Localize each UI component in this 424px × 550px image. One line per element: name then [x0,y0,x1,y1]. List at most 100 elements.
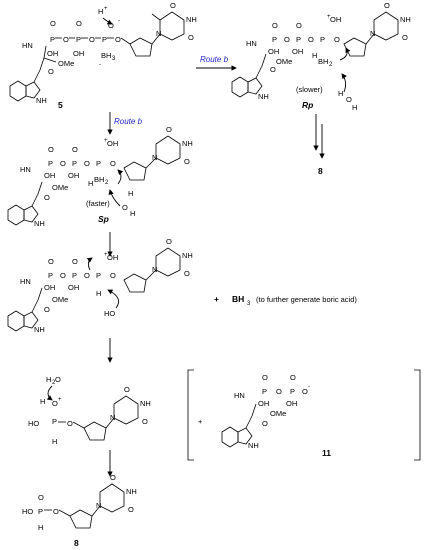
compound-5-label: 5 [58,100,63,110]
svg-text:OMe: OMe [52,183,68,192]
svg-text:OMe: OMe [276,57,292,66]
p3-o-minus: O [108,21,114,30]
svg-text:OMe: OMe [270,409,286,418]
svg-text:+: + [58,397,62,403]
svg-text:BH: BH [94,175,104,184]
carbonyl-o: O [48,67,54,76]
o5prime: O [115,35,121,44]
svg-text:N: N [370,29,375,38]
svg-text:H: H [88,179,93,188]
p1-o: O [50,19,56,28]
svg-text:O: O [122,203,128,212]
svg-text:H: H [128,189,133,198]
svg-text:-: - [308,384,310,390]
svg-text:BH: BH [318,57,328,66]
p1-oh: OH [47,49,58,58]
slower-label: (slower) [296,85,323,94]
p2-o: O [76,19,82,28]
svg-text:O: O [346,95,352,104]
svg-text:NH: NH [248,441,259,450]
svg-text:H: H [52,437,57,446]
svg-text:O: O [72,145,78,154]
svg-text:O: O [184,269,190,278]
thymine-o4: O [170,1,176,10]
svg-text:NH: NH [140,399,151,408]
route-b-top-label: Route b [200,55,229,64]
svg-text:N: N [152,265,157,274]
svg-text:O: O [272,21,278,30]
ome-label: OMe [58,59,74,68]
bh3-note: (to further generate boric acid) [256,295,357,304]
svg-text:P: P [272,35,277,44]
svg-text:P: P [52,417,57,426]
svg-text:O: O [72,257,78,266]
svg-text:O: O [60,271,66,280]
svg-text:O: O [270,65,276,74]
svg-text:O: O [402,33,408,42]
svg-text:OH: OH [68,283,79,292]
svg-text:H: H [46,375,51,384]
svg-text:NH: NH [400,15,411,24]
product-8-bottom-label: 8 [74,538,79,548]
svg-text:P: P [48,271,53,280]
svg-text:O: O [38,493,44,502]
svg-text:P: P [96,271,101,280]
indole-nh: NH [36,96,47,105]
svg-text:N: N [110,413,115,422]
svg-text:P: P [72,271,77,280]
faster-label: (faster) [86,199,110,208]
svg-text:-: - [99,62,101,68]
svg-text:O: O [128,505,134,514]
svg-text:P: P [48,159,53,168]
svg-text:O: O [84,271,90,280]
svg-text:O: O [110,473,116,482]
intermediate-structure: NH HN OMe O P O OH O P O OH O P + OH O H… [7,237,193,334]
svg-text:O: O [55,375,61,384]
svg-text:O: O [52,399,58,408]
svg-text:HN: HN [234,391,245,400]
svg-text:NH: NH [182,251,193,260]
svg-text:2: 2 [105,180,109,186]
svg-text:+: + [327,14,331,20]
svg-text:OMe: OMe [52,295,68,304]
svg-text:2: 2 [329,62,333,68]
svg-text:HN: HN [20,277,31,286]
svg-text:HN: HN [246,39,257,48]
svg-text:NH: NH [126,487,137,496]
svg-text:NH: NH [34,219,45,228]
svg-text:H: H [352,103,357,112]
svg-text:O: O [308,35,314,44]
route-b-left-label: Route b [114,117,143,126]
svg-text:OH: OH [330,15,341,24]
svg-text:+: + [104,6,108,12]
svg-text:NH: NH [182,139,193,148]
svg-text:HN: HN [20,165,31,174]
p2-oh: OH [73,49,84,58]
svg-text:O: O [290,373,296,382]
svg-text:O: O [110,271,116,280]
sp-label: Sp [98,214,109,224]
svg-text:+: + [198,417,203,426]
svg-text:O: O [384,1,390,10]
svg-text:P: P [320,35,325,44]
p3: P [102,35,107,44]
svg-text:O: O [276,387,282,396]
svg-text:-: - [118,18,120,24]
svg-text:H: H [312,51,317,60]
product-8-structure: HO P O H O N NH O O [22,473,137,532]
svg-text:OH: OH [44,171,55,180]
svg-text:O: O [262,373,268,382]
svg-text:O: O [44,193,50,202]
p2: P [76,35,81,44]
svg-text:O: O [60,159,66,168]
svg-text:OH: OH [68,171,79,180]
svg-text:P: P [296,35,301,44]
svg-text:O: O [334,35,340,44]
svg-text:+: + [104,138,108,144]
svg-text:O: O [53,507,59,516]
hn-label: HN [22,41,33,50]
svg-text:H: H [338,89,343,98]
svg-text:HO: HO [28,419,39,428]
svg-text:H: H [130,209,135,218]
